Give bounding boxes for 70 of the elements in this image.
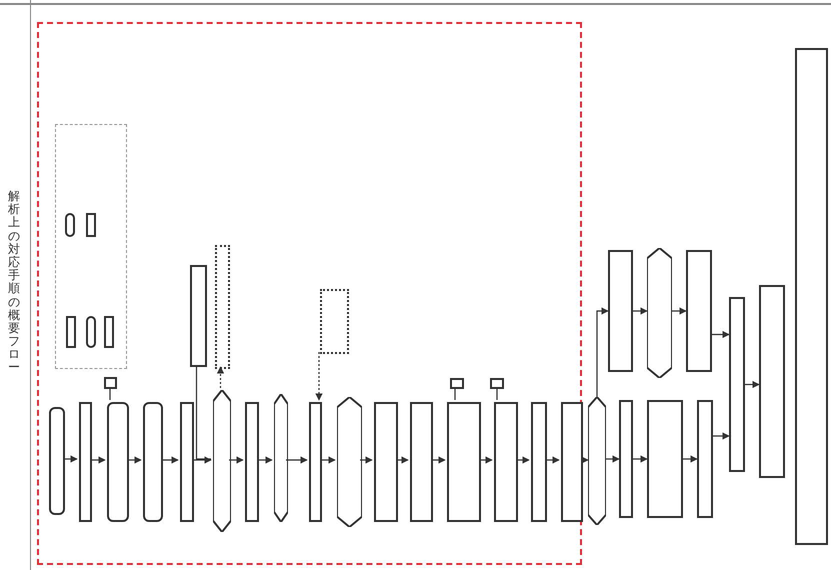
arrow [229,456,244,464]
arrow [360,456,373,464]
process-box [190,265,207,367]
process-box [795,48,828,545]
arrow [63,455,78,463]
leader-line [496,387,498,400]
arrow [257,456,273,464]
hexagon-shape [588,397,606,525]
arrow [672,307,687,315]
process-box [619,400,633,518]
process-box [697,400,713,518]
process-box [608,250,633,372]
arrow [192,456,212,464]
process-box [66,316,76,348]
process-box [494,402,518,522]
arrow [127,456,142,464]
process-box [561,402,583,522]
process-box [309,402,322,522]
arrow [745,380,760,388]
process-box [180,402,194,522]
process-box [447,402,481,522]
arrow [320,456,336,464]
process-box [104,316,114,348]
dashed-region [37,22,582,565]
arrow [713,432,730,440]
process-box [374,402,398,522]
arrow [479,456,493,464]
arrow [606,455,620,463]
process-box [647,400,683,518]
leader-line [109,387,111,400]
process-box [759,285,785,478]
process-box [104,377,117,389]
process-box [107,402,129,522]
arrow [633,455,648,463]
arrow [712,330,730,338]
process-box [65,213,75,237]
arrow [516,456,530,464]
arrow [315,352,323,401]
hexagon-shape [337,397,362,527]
arrow [90,456,106,464]
arrow [431,456,446,464]
process-box [686,250,712,372]
leader-line [454,387,456,400]
process-box [79,402,92,522]
process-box [143,402,163,522]
arrow [633,307,648,315]
hexagon-shape [213,390,231,532]
dashed-box [320,289,349,354]
arrow [216,366,224,388]
arrow [396,456,409,464]
process-box [86,316,96,348]
arrow [286,456,308,464]
arrow [581,456,589,464]
hexagon-shape [647,248,672,378]
dashed-box [215,245,230,369]
legend-panel [55,124,127,369]
process-box [729,297,745,472]
process-box [531,402,547,522]
process-box [490,378,504,389]
diagram-title: 解析上の対応手順の概要フロー [8,190,20,375]
arrow [596,307,609,397]
process-box [86,213,96,237]
arrow [161,456,179,464]
process-box [410,402,433,522]
process-box [49,407,65,515]
process-box [245,402,259,522]
arrow [683,455,698,463]
arrow [545,456,560,464]
process-box [450,378,464,389]
hexagon-shape [274,394,288,522]
